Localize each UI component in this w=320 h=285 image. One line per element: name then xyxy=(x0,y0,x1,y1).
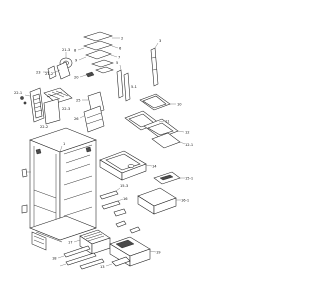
part-labels: 2 3 6 7 8 9 20 23 21-3 21-2 22-1 22-2 22… xyxy=(14,37,193,270)
label-drawer-b: 16-1 xyxy=(181,199,189,203)
small-bracket xyxy=(79,71,95,78)
label-tray-b: 26 xyxy=(74,117,79,121)
label-hinge: 3 xyxy=(159,39,161,43)
fan-motor-group xyxy=(43,52,73,80)
bottom-small-parts xyxy=(115,220,141,234)
label-tray-a: 25 xyxy=(76,99,81,103)
freezer-drawer-group xyxy=(105,236,157,267)
label-ice-bin-b: 22-2 xyxy=(40,125,48,129)
label-shelf-right-b: 11 xyxy=(165,120,170,124)
center-drawer-group xyxy=(99,150,153,181)
label-cabinet: 1 xyxy=(63,142,65,146)
label-drawer-a: 15-1 xyxy=(185,177,193,181)
exploded-parts-diagram: 2 3 6 7 8 9 20 23 21-3 21-2 22-1 22-2 22… xyxy=(14,31,193,270)
label-fan-cover: 21-2 xyxy=(45,72,53,76)
label-shelf-right-c: 12 xyxy=(185,131,190,135)
label-crisper-top: 9 xyxy=(75,59,78,63)
label-door-left: 14 xyxy=(152,165,157,169)
label-motor: 23 xyxy=(36,71,41,75)
ice-maker-group xyxy=(20,87,73,125)
label-drawer-e: 17 xyxy=(68,241,73,245)
bottom-left-rails xyxy=(57,245,105,270)
label-rail-right-b: 5-1 xyxy=(131,85,137,89)
label-small-part: 20 xyxy=(74,76,79,80)
right-drawer-parts xyxy=(137,171,185,215)
cabinet-side-parts xyxy=(21,168,31,214)
label-bottom-c: 13 xyxy=(100,265,105,269)
label-ice-bin-c: 22-3 xyxy=(62,107,70,111)
label-guard-top: 6 xyxy=(119,47,122,51)
label-bottom-b: 19 xyxy=(156,251,161,255)
ice-bucket-group xyxy=(79,91,105,133)
label-shelf-right-a: 10 xyxy=(177,103,182,107)
label-drawer-c: 15-3 xyxy=(120,184,128,188)
vertical-guides-group xyxy=(116,64,131,102)
cabinet xyxy=(29,127,97,251)
label-rail-right: 5 xyxy=(116,61,118,65)
label-drawer-d: 16 xyxy=(123,197,128,201)
label-shelf-top: 2 xyxy=(121,37,123,41)
label-guard-top-b: 8 xyxy=(74,49,77,53)
label-shelf-right-d: 12-1 xyxy=(185,143,193,147)
hinge-rail-group xyxy=(150,42,159,87)
label-guard-top-side: 7 xyxy=(118,56,120,60)
lower-rail-parts xyxy=(99,187,127,217)
label-ice-bin-a: 22-1 xyxy=(14,91,22,95)
top-shelf-group xyxy=(77,31,120,74)
right-shelves-group xyxy=(124,93,186,149)
label-fan-assy: 21-3 xyxy=(62,48,70,52)
label-bottom-a: 18 xyxy=(52,257,57,261)
